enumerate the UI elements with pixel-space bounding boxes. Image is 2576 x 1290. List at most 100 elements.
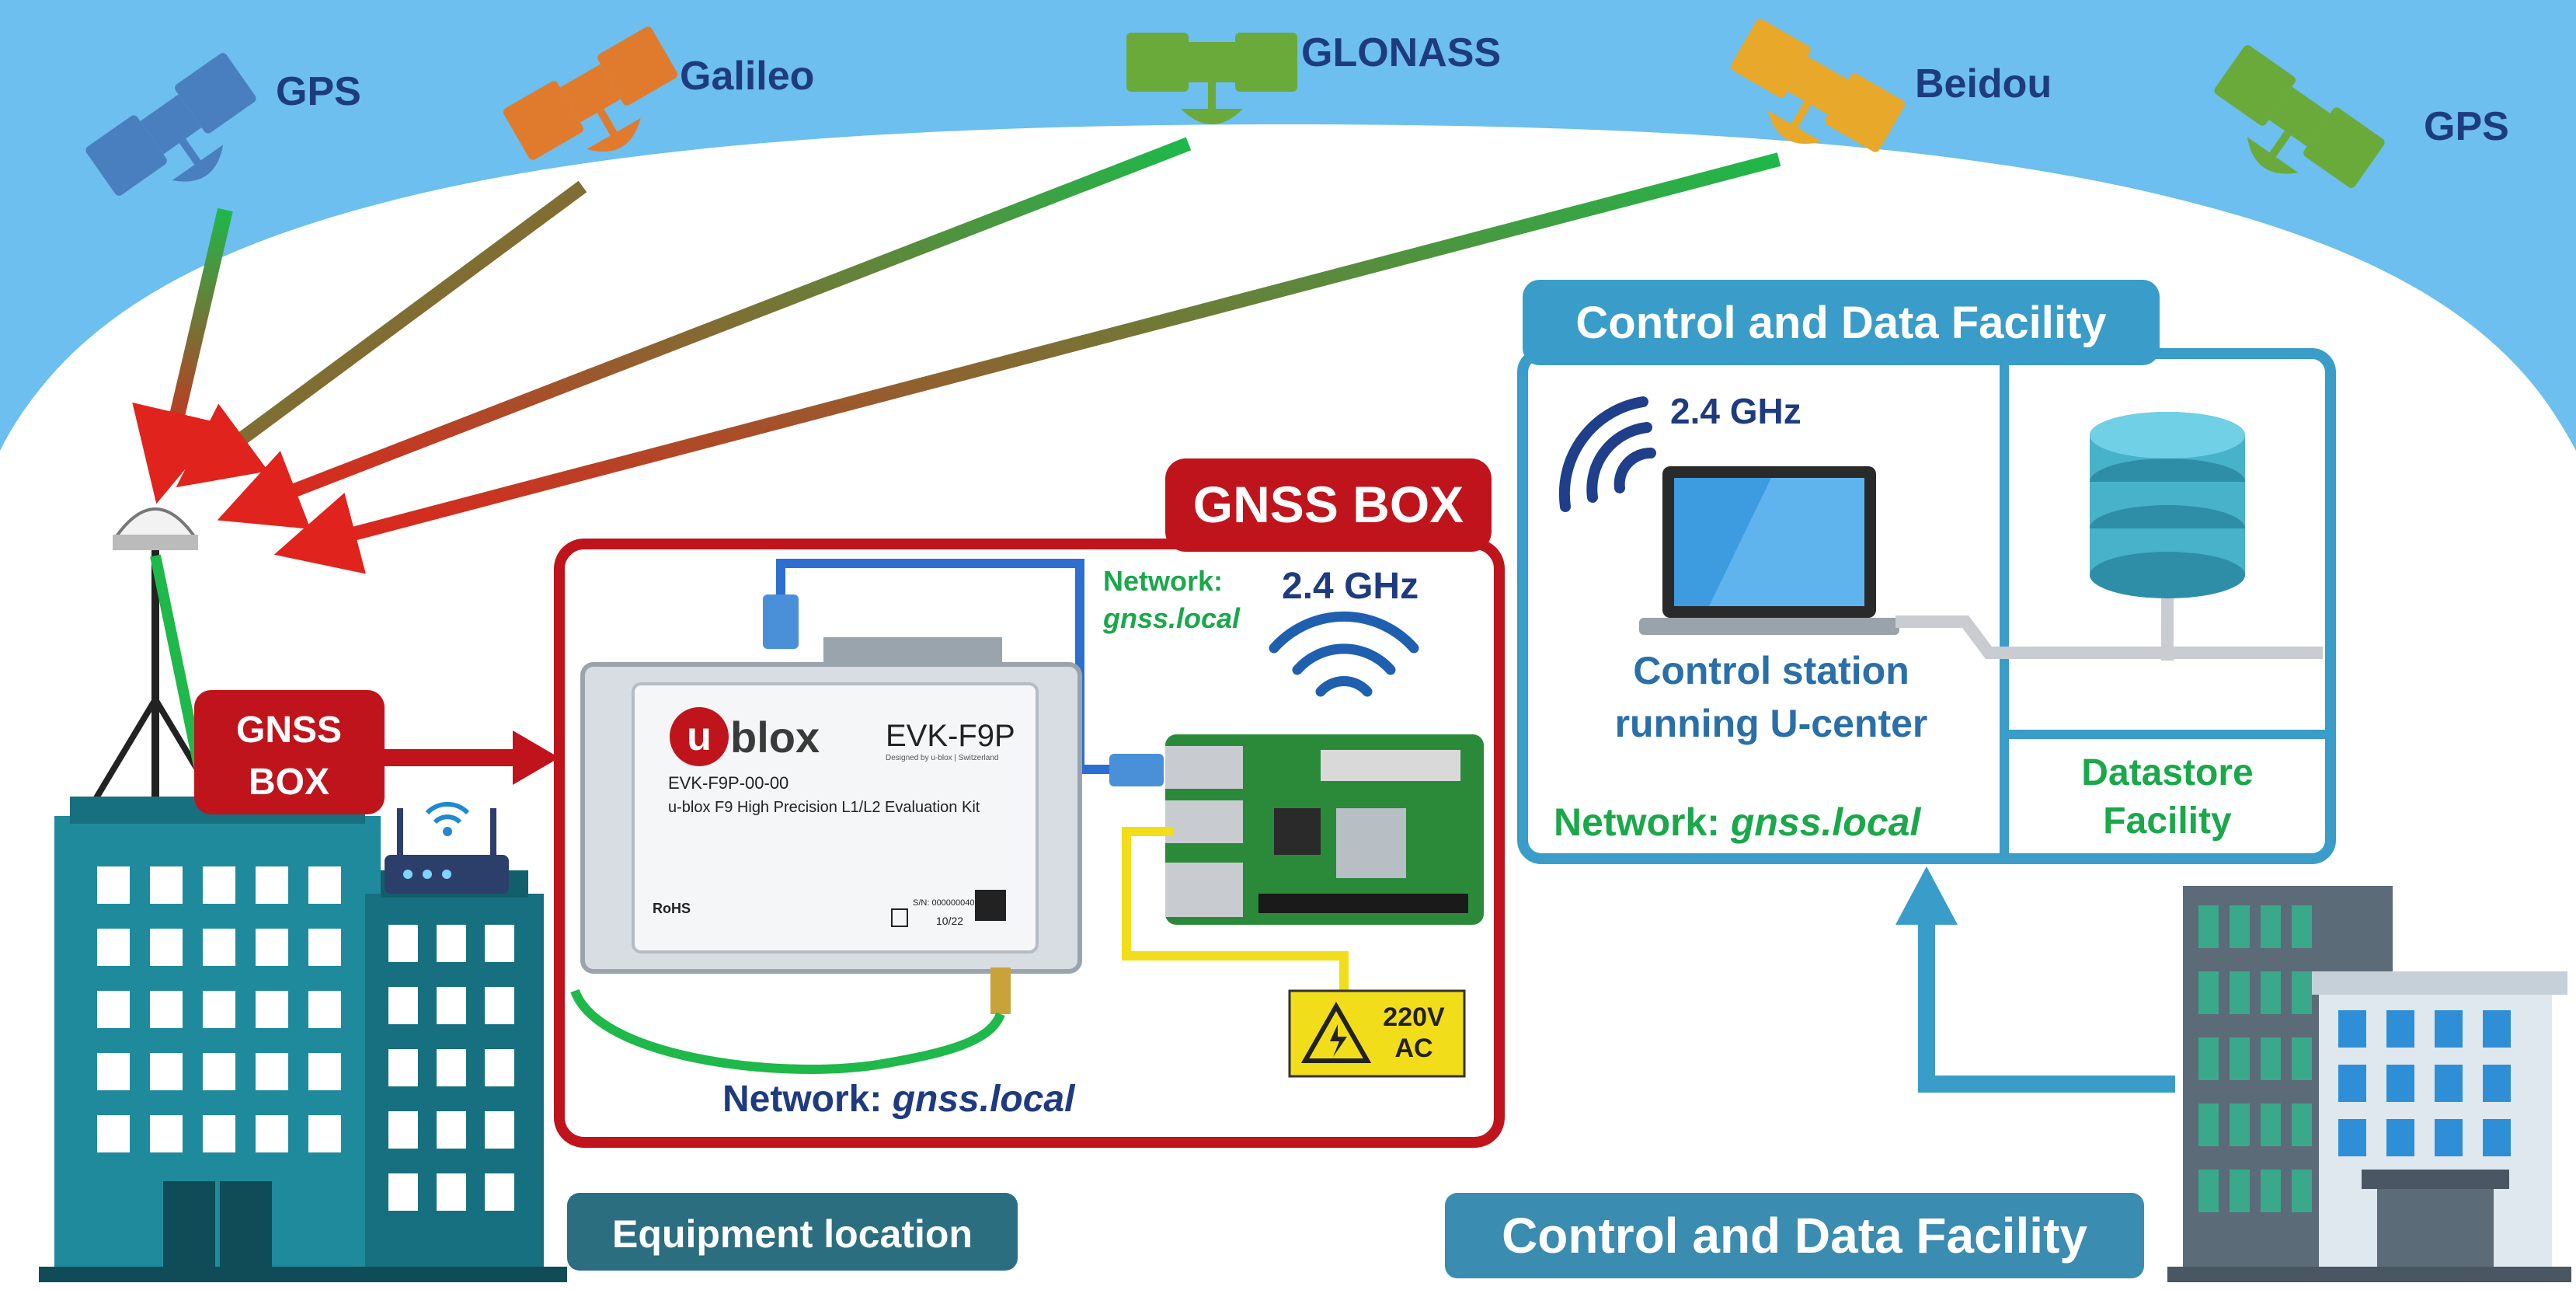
- building-window: [485, 1173, 514, 1211]
- laptop-icon: [1639, 466, 1899, 635]
- datastore-line1: Datastore: [2081, 752, 2253, 793]
- building-window: [2338, 1010, 2366, 1048]
- usb-cable: [776, 559, 1119, 774]
- control-facility-title-bg: [1523, 280, 2160, 365]
- signal-line-galileo: [176, 180, 587, 488]
- building-window: [2338, 1119, 2366, 1156]
- building-window: [2198, 1103, 2219, 1146]
- building-window: [2292, 971, 2312, 1014]
- building-window: [97, 1115, 130, 1152]
- high-voltage-icon: [1300, 1001, 1372, 1063]
- facility-uplink-arrow-head: [1895, 866, 1958, 925]
- building-window: [485, 1049, 514, 1086]
- building-window: [2483, 1010, 2511, 1048]
- satellite-gps-1: [85, 53, 256, 196]
- satellite-beidou: [1730, 19, 1906, 152]
- facility-lan-cable: [1895, 615, 2323, 659]
- gnss-box-small-label-line1: GNSS: [236, 710, 342, 751]
- power-label-line1: 220V: [1383, 1002, 1445, 1032]
- control-facility-caption: Control and Data Facility: [1502, 1208, 2087, 1264]
- device-rohs: RoHS: [653, 901, 691, 916]
- wifi-icon: [1269, 611, 1419, 697]
- equipment-building-windows: [97, 866, 514, 1211]
- building-window: [2483, 1119, 2511, 1156]
- building-window: [485, 1111, 514, 1149]
- device-model: EVK-F9P: [886, 719, 1015, 753]
- building-window: [256, 929, 288, 966]
- gnss-box-wifi-label: 2.4 GHz: [1282, 566, 1419, 607]
- building-window: [485, 925, 514, 962]
- building-window: [388, 1173, 418, 1211]
- building-window: [485, 987, 514, 1024]
- building-window: [2292, 1170, 2312, 1212]
- building-window: [2230, 905, 2250, 948]
- building-window: [2292, 1103, 2312, 1146]
- satellite-galileo: [503, 26, 678, 160]
- building-window: [2435, 1119, 2463, 1156]
- equipment-location-caption: Equipment location: [612, 1212, 973, 1256]
- control-facility-title: Control and Data Facility: [1575, 298, 2106, 348]
- building-window: [256, 1053, 288, 1090]
- signal-line-beidou: [273, 152, 1781, 574]
- building-window: [2386, 1119, 2414, 1156]
- bolt-icon: [1330, 1024, 1347, 1057]
- building-window: [203, 1115, 235, 1152]
- router-icon: [385, 801, 509, 894]
- ublox-logo-u: u: [687, 714, 712, 759]
- device-serial: S/N: 000000040: [913, 898, 975, 908]
- building-window: [2230, 1103, 2250, 1146]
- gnss-box-title-bg: [1165, 458, 1492, 552]
- control-facility-network: Network: gnss.local: [1554, 800, 1921, 844]
- ublox-logo-text: blox: [730, 713, 820, 762]
- building-window: [388, 925, 418, 962]
- building-window: [2198, 905, 2219, 948]
- building-window: [150, 866, 183, 904]
- building-window: [2292, 905, 2312, 948]
- device-weee-icon: [891, 908, 908, 927]
- building-window: [150, 929, 183, 966]
- satellite-label-beidou: Beidou: [1915, 61, 2052, 106]
- building-window: [2230, 1037, 2250, 1080]
- building-window: [437, 1049, 466, 1086]
- control-station-line2: running U-center: [1615, 702, 1928, 745]
- equipment-location-caption-bg: [567, 1193, 1018, 1271]
- building-window: [437, 1173, 466, 1211]
- building-window: [97, 866, 130, 904]
- building-window: [97, 991, 130, 1028]
- ublox-evk-device: [580, 637, 1082, 974]
- building-window: [2198, 971, 2219, 1014]
- device-desc: u-blox F9 High Precision L1/L2 Evaluatio…: [668, 799, 980, 816]
- satellite-label-glonass: GLONASS: [1301, 30, 1501, 75]
- sky-dome-inner-edge: [5, 127, 2571, 445]
- building-window: [308, 991, 341, 1028]
- facility-building-windows: [2198, 905, 2511, 1212]
- building-window: [388, 1111, 418, 1149]
- building-window: [2198, 1037, 2219, 1080]
- sky-dome: [0, 0, 2576, 451]
- building-window: [308, 1053, 341, 1090]
- building-window: [2483, 1065, 2511, 1102]
- building-window: [2292, 1037, 2312, 1080]
- satellite-label-gps-1: GPS: [276, 69, 361, 114]
- building-window: [256, 1115, 288, 1152]
- facility-uplink-arrow: [1918, 921, 2175, 1093]
- control-station-line1: Control station: [1633, 649, 1909, 692]
- building-window: [308, 1115, 341, 1152]
- building-window: [2386, 1010, 2414, 1048]
- usb-plug-top: [763, 594, 799, 649]
- device-qr-code: [975, 890, 1006, 921]
- raspberry-pi-board: [1165, 734, 1484, 925]
- wifi-icon-facility: [1558, 396, 1656, 512]
- building-window: [2435, 1010, 2463, 1048]
- building-window: [256, 866, 288, 904]
- building-window: [2261, 1037, 2281, 1080]
- usb-plug-side: [1109, 754, 1164, 786]
- building-window: [308, 866, 341, 904]
- satellite-glonass: [1126, 33, 1297, 124]
- building-window: [2338, 1065, 2366, 1102]
- building-window: [97, 1053, 130, 1090]
- power-cable: [1122, 827, 1349, 991]
- building-window: [2261, 1103, 2281, 1146]
- control-facility-wifi-label: 2.4 GHz: [1670, 391, 1801, 431]
- building-window: [203, 1053, 235, 1090]
